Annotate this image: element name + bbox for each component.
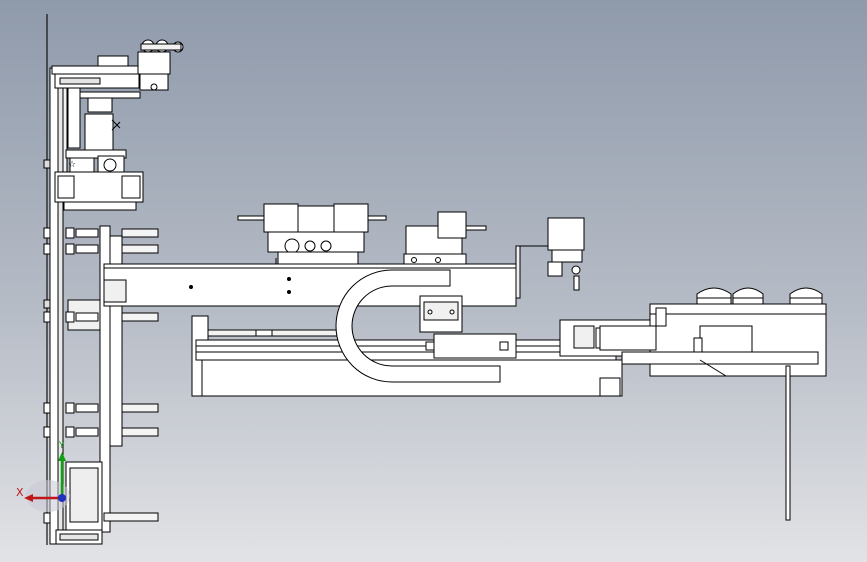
left-vertical-frame bbox=[46, 14, 68, 545]
y-axis-label: Y bbox=[59, 441, 65, 451]
carriage-block bbox=[419, 295, 517, 359]
x-axis-label: X bbox=[16, 486, 24, 499]
coordinate-triad bbox=[24, 452, 70, 512]
svg-text:☆: ☆ bbox=[68, 160, 76, 170]
cable-drag-chain bbox=[335, 269, 501, 383]
bottom-motor-block bbox=[55, 461, 103, 545]
workpiece-domes bbox=[696, 287, 823, 305]
valve-bank bbox=[237, 203, 387, 265]
top-gripper-assembly: ☆ bbox=[51, 39, 184, 211]
sensor-bracket bbox=[515, 217, 585, 299]
right-conveyor-fixture bbox=[599, 303, 827, 521]
side-valve bbox=[403, 211, 487, 265]
guide-rod-pins bbox=[103, 228, 159, 522]
